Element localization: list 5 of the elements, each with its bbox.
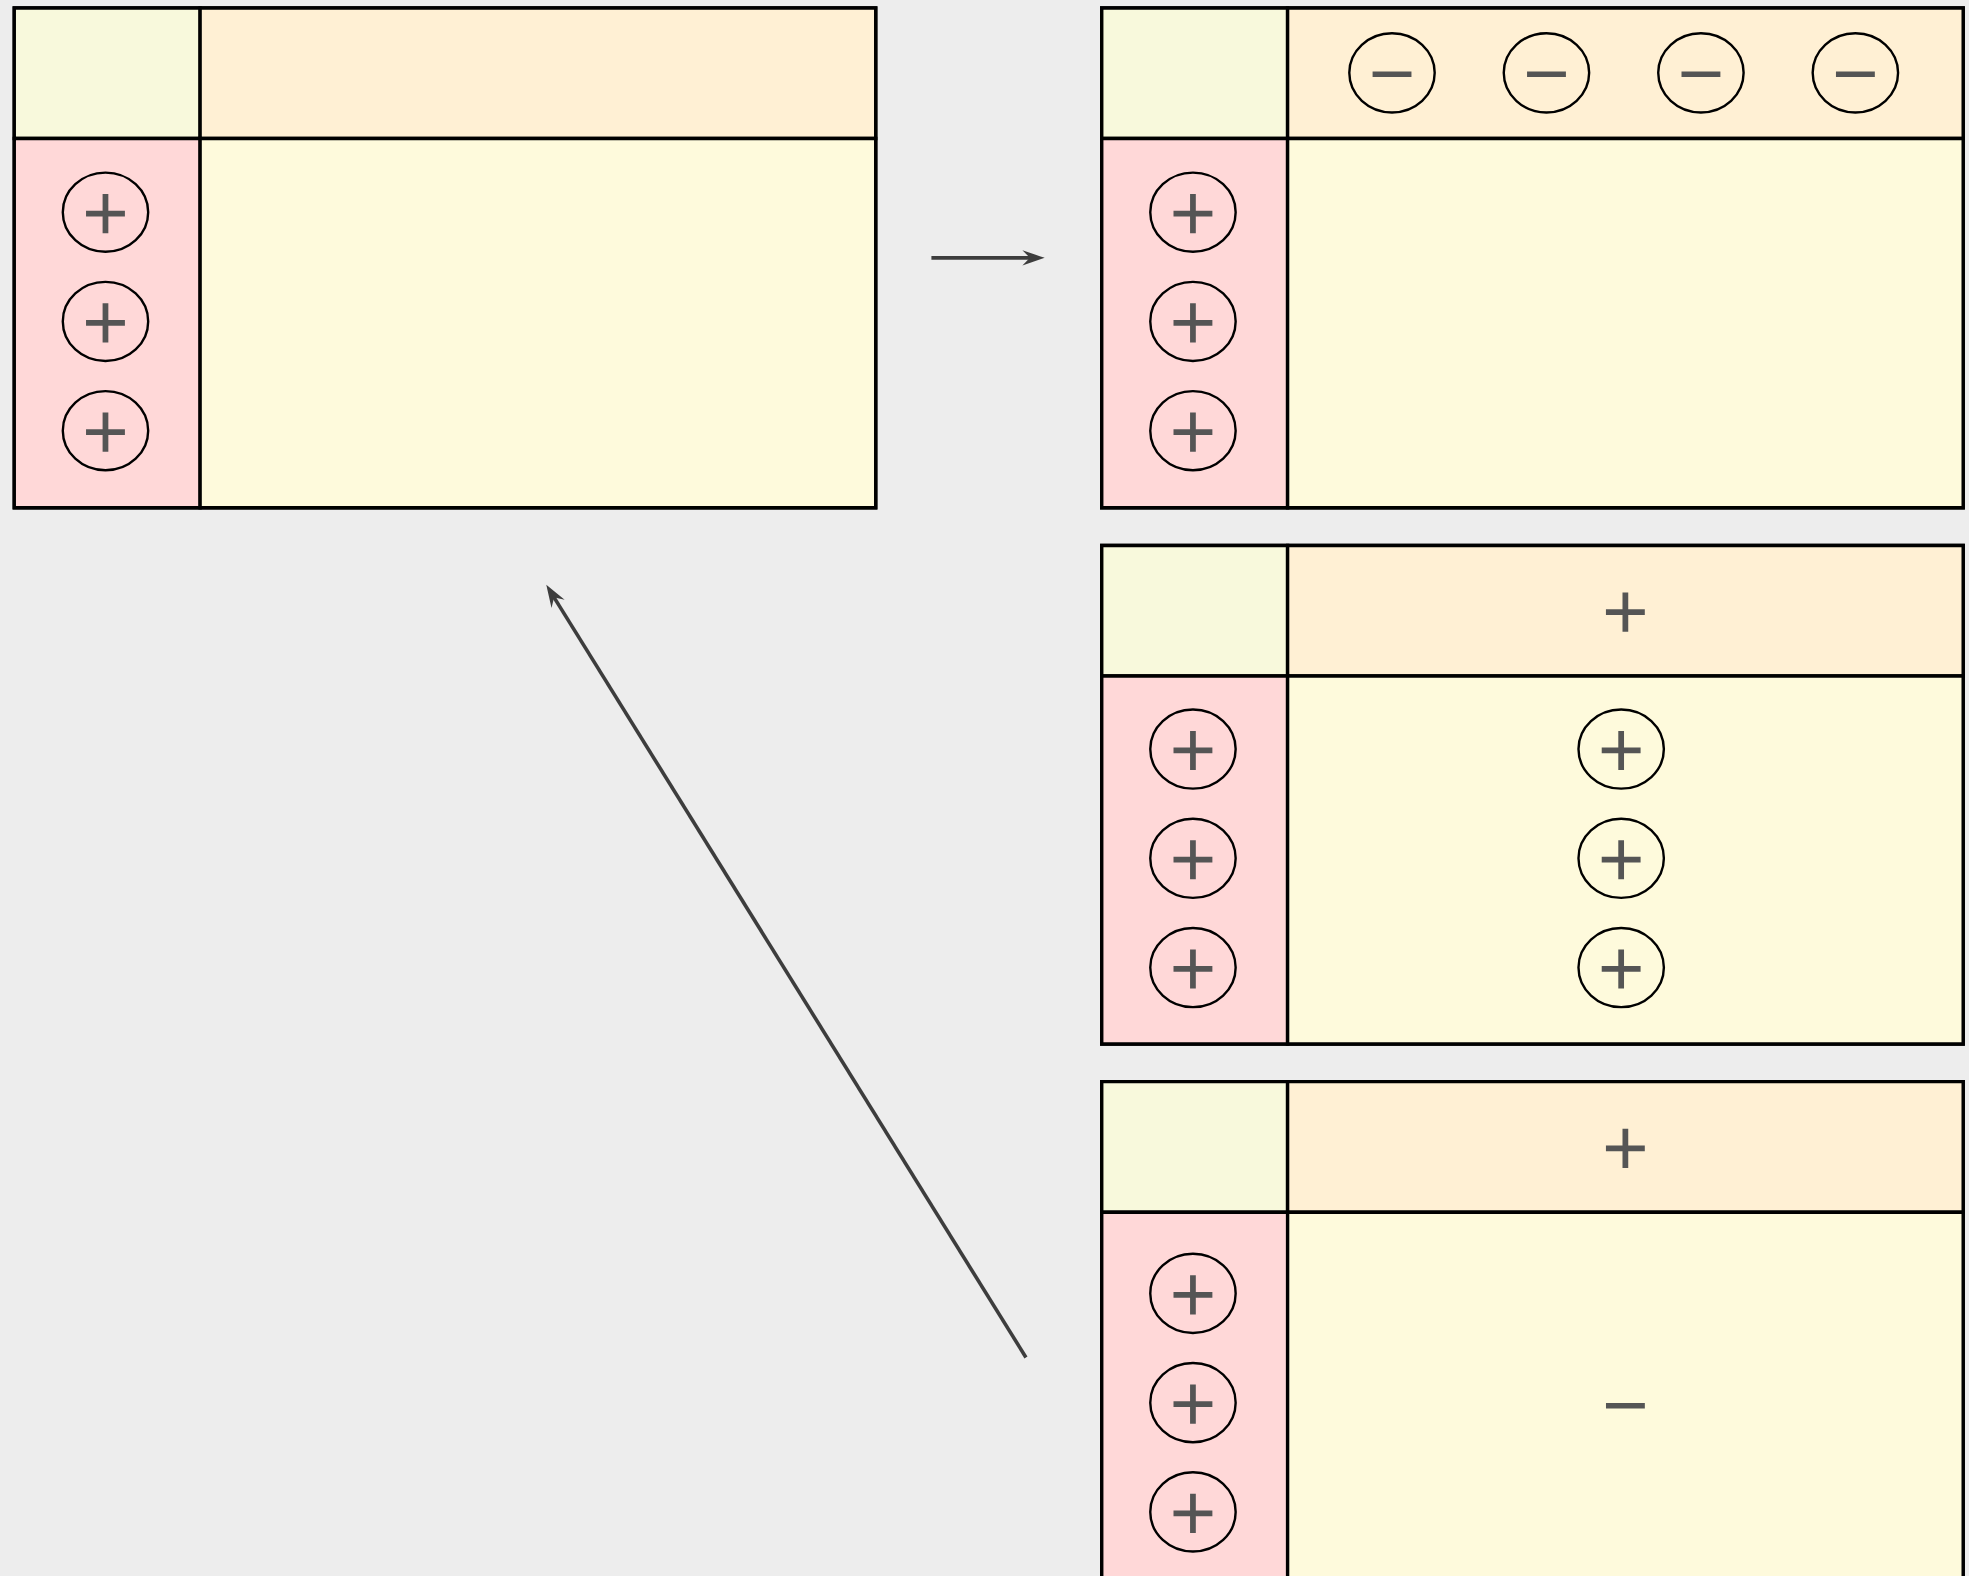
circled-sign: +: [1149, 1471, 1237, 1553]
circled-sign: +: [1149, 1361, 1237, 1444]
circled-sign: +: [1149, 1252, 1237, 1335]
header-cell: +: [1285, 1079, 1965, 1214]
area-cell: −: [1285, 1210, 1965, 1576]
